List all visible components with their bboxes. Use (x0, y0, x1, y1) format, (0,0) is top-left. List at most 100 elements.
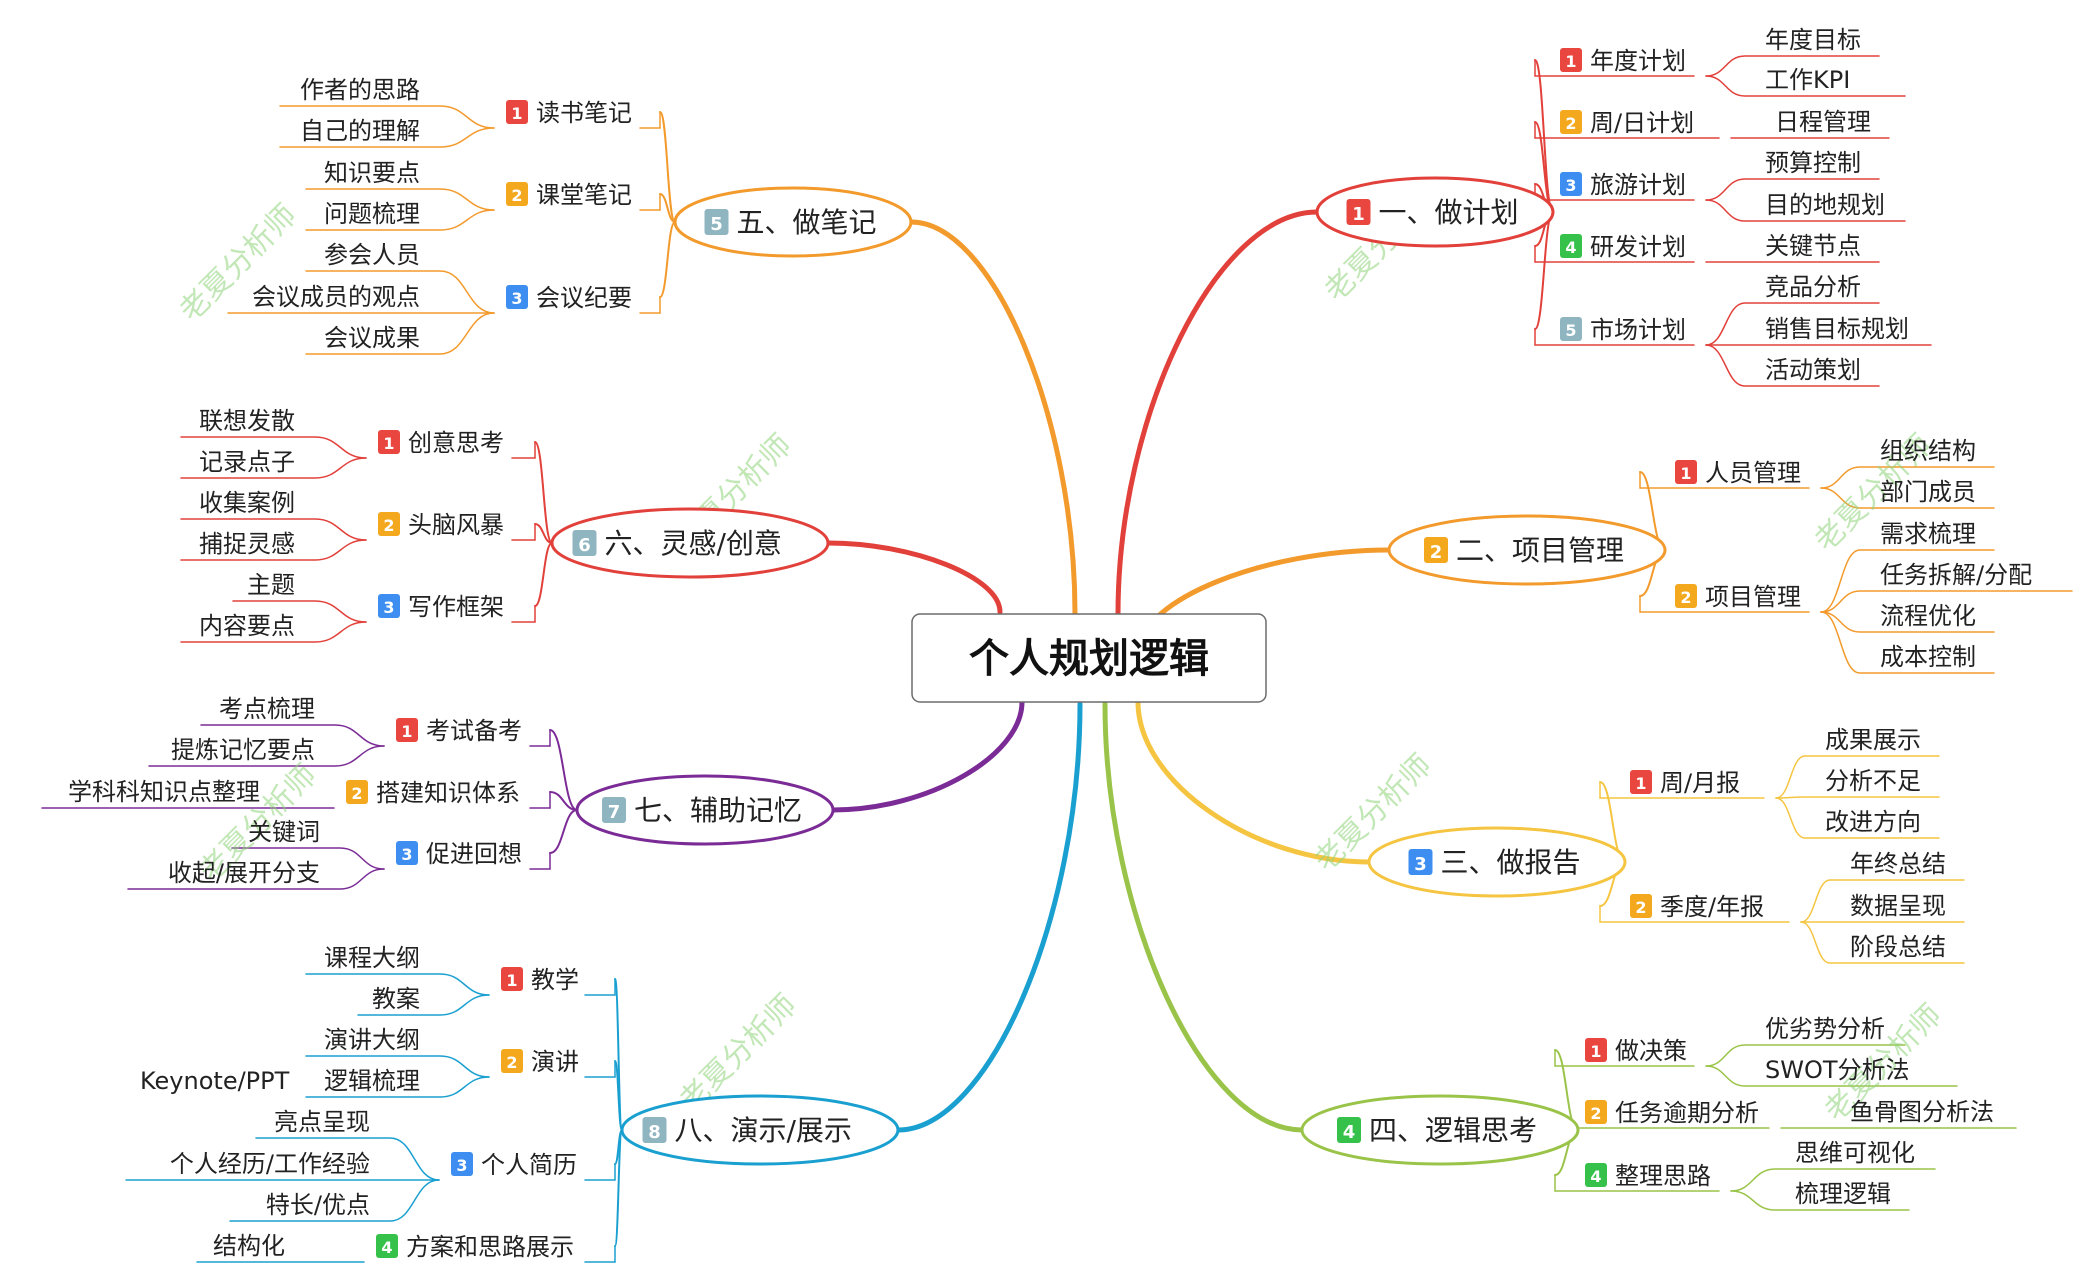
child-label: 考试备考 (426, 717, 522, 745)
child-label: 写作框架 (408, 593, 504, 621)
child-label: 个人简历 (481, 1151, 577, 1179)
svg-text:2: 2 (1590, 1104, 1601, 1123)
child-label: 旅游计划 (1590, 171, 1686, 199)
svg-text:3: 3 (1565, 176, 1576, 195)
leaf-label: SWOT分析法 (1765, 1056, 1910, 1084)
child-badge: 1 (501, 967, 523, 991)
child-label: 项目管理 (1705, 583, 1801, 611)
leaf-label: 关键节点 (1765, 232, 1861, 260)
leaf-label: 活动策划 (1765, 356, 1861, 384)
child-label: 演讲 (531, 1048, 579, 1076)
child-badge: 2 (501, 1049, 523, 1073)
leaf-label: 特长/优点 (266, 1191, 370, 1219)
svg-text:1: 1 (506, 971, 517, 990)
svg-text:4: 4 (1565, 238, 1576, 257)
svg-text:1: 1 (1565, 52, 1576, 71)
child-label: 课堂笔记 (536, 181, 632, 209)
svg-text:1: 1 (1635, 774, 1646, 793)
child-label: 方案和思路展示 (406, 1233, 574, 1261)
child-badge: 3 (1560, 172, 1582, 196)
child-badge: 2 (378, 512, 400, 536)
leaf-label: 问题梳理 (324, 200, 420, 228)
child-label: 头脑风暴 (408, 511, 504, 539)
svg-text:3: 3 (383, 598, 394, 617)
child-badge: 2 (1585, 1100, 1607, 1124)
branch-topic-4[interactable]: 4 四、逻辑思考 (1300, 1094, 1580, 1166)
leaf-label: 组织结构 (1880, 437, 1976, 465)
child-badge: 4 (1585, 1163, 1607, 1187)
leaf-label: 思维可视化 (1795, 1139, 1915, 1167)
svg-text:2: 2 (506, 1053, 517, 1072)
child-badge: 3 (506, 285, 528, 309)
svg-text:2: 2 (351, 784, 362, 803)
leaf-label: 日程管理 (1775, 108, 1871, 136)
leaf-label: 参会人员 (324, 241, 420, 269)
leaf-label: 自己的理解 (300, 117, 420, 145)
branch-badge: 3 (1408, 849, 1433, 875)
child-label: 周/日计划 (1590, 109, 1694, 137)
leaf-label: 课程大纲 (324, 944, 420, 972)
child-badge: 5 (1560, 317, 1582, 341)
svg-text:6: 6 (578, 535, 591, 556)
branch-topic-5[interactable]: 5 五、做笔记 (673, 186, 913, 258)
child-label: 搭建知识体系 (376, 779, 520, 807)
leaf-label: 内容要点 (199, 612, 295, 640)
svg-text:1: 1 (401, 722, 412, 741)
leaf-label: 关键词 (248, 818, 320, 846)
child-badge: 2 (506, 182, 528, 206)
child-badge: 1 (396, 718, 418, 742)
svg-text:2: 2 (1430, 542, 1443, 563)
leaf-label: 改进方向 (1825, 808, 1921, 836)
leaf-label: 个人经历/工作经验 (170, 1150, 370, 1178)
leaf-label: 分析不足 (1825, 767, 1921, 795)
leaf-label: 年度目标 (1765, 26, 1861, 54)
leaf-label: 预算控制 (1765, 149, 1861, 177)
branch-topic-8[interactable]: 8 八、演示/展示 (620, 1094, 900, 1166)
child-label: 整理思路 (1615, 1162, 1711, 1190)
branch-badge: 5 (704, 209, 729, 235)
child-badge: 1 (506, 100, 528, 124)
branch-badge: 7 (602, 797, 626, 823)
branch-badge: 4 (1337, 1117, 1361, 1143)
leaf-label: 联想发散 (199, 407, 295, 435)
branch-topic-6[interactable]: 6 六、灵感/创意 (550, 507, 830, 579)
svg-text:3: 3 (401, 845, 412, 864)
branch-badge: 8 (642, 1117, 667, 1143)
svg-text:2: 2 (511, 186, 522, 205)
child-label: 周/月报 (1660, 769, 1740, 797)
branch-label: 八、演示/展示 (675, 1114, 852, 1147)
leaf-label: 逻辑梳理 (324, 1067, 420, 1095)
child-badge: 1 (1560, 48, 1582, 72)
svg-text:5: 5 (1565, 321, 1576, 340)
child-badge: 3 (451, 1152, 473, 1176)
branch-label: 六、灵感/创意 (605, 527, 782, 560)
leaf-label: 收集案例 (199, 489, 295, 517)
svg-text:3: 3 (511, 289, 522, 308)
leaf-label: 收起/展开分支 (168, 859, 320, 887)
leaf-label: 知识要点 (324, 159, 420, 187)
svg-text:5: 5 (710, 214, 723, 235)
child-label: 创意思考 (408, 429, 504, 457)
branch-label: 五、做笔记 (737, 206, 877, 239)
child-badge: 2 (346, 780, 368, 804)
central-topic[interactable]: 个人规划逻辑 (911, 613, 1267, 703)
leaf-label: 鱼骨图分析法 (1850, 1098, 1994, 1126)
svg-text:1: 1 (511, 104, 522, 123)
child-label: 会议纪要 (536, 284, 632, 312)
leaf-label: 捕捉灵感 (199, 530, 295, 558)
leaf-label: 流程优化 (1880, 602, 1976, 630)
leaf-label: 提炼记忆要点 (171, 736, 315, 764)
connector-lines (41, 55, 2073, 1263)
child-label: 年度计划 (1590, 47, 1686, 75)
leaf-label: 记录点子 (199, 448, 295, 476)
branch-label: 四、逻辑思考 (1369, 1114, 1537, 1147)
child-label: 教学 (531, 966, 579, 994)
leaf-label: 会议成员的观点 (252, 283, 420, 311)
branch-badge: 1 (1346, 199, 1371, 225)
